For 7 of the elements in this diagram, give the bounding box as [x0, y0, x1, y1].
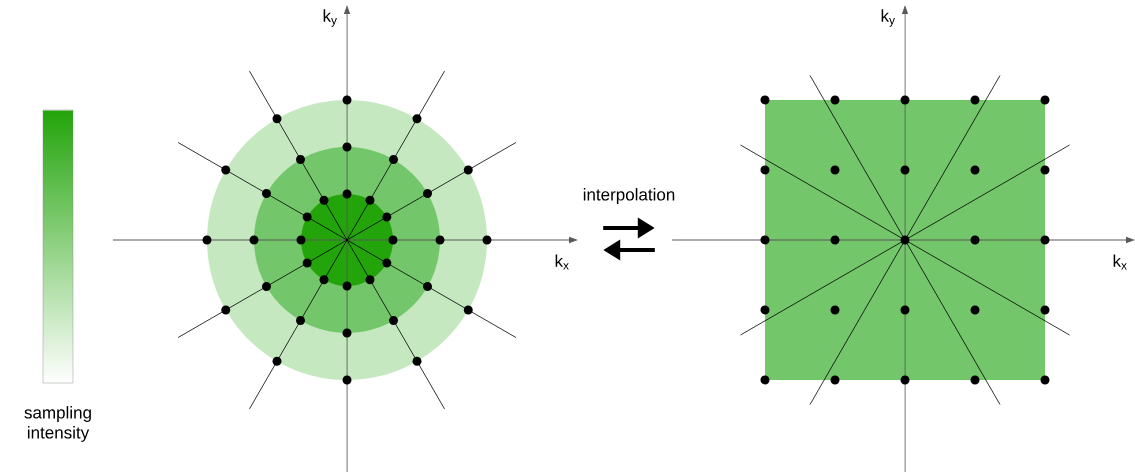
axis-label: k$_{x}$ — [1113, 254, 1127, 270]
axis-label: k$_{x}$ — [555, 254, 569, 270]
k-space-drawing — [112, 6, 577, 472]
colorbar-label: sampling intensity — [24, 406, 91, 442]
axis-label: k$_{y}$ — [323, 9, 337, 27]
edge-label: interpolation — [583, 188, 675, 204]
axis-label: k$_{y}$ — [881, 9, 895, 27]
